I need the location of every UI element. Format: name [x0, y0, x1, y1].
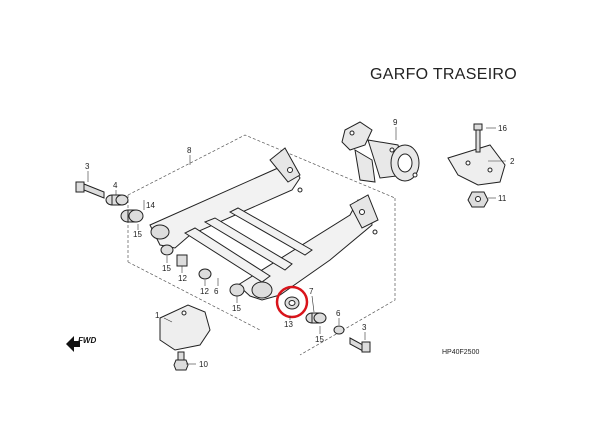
fwd-arrow-icon — [66, 336, 80, 352]
callout-6-right: 6 — [336, 309, 341, 318]
nut-11 — [467, 191, 489, 208]
leader-lines — [87, 127, 506, 365]
callout-8: 8 — [187, 146, 192, 155]
callout-labels: 3 4 8 9 16 2 11 14 15 15 12 12 6 15 1 10… — [85, 118, 515, 369]
fwd-label: FWD — [78, 336, 97, 345]
callout-16: 16 — [498, 124, 507, 133]
diagram-title: GARFO TRASEIRO — [370, 66, 518, 83]
bolt-16 — [473, 123, 483, 153]
bushing-13 — [284, 296, 300, 310]
callout-12-b: 12 — [200, 287, 209, 296]
callout-13: 13 — [284, 320, 293, 329]
bolt-3-left — [75, 181, 105, 199]
bolt-10 — [173, 351, 189, 371]
callout-9: 9 — [393, 118, 398, 127]
collar-4 — [105, 194, 129, 206]
callout-3-left: 3 — [85, 162, 90, 171]
callout-15-a: 15 — [133, 230, 142, 239]
callout-7: 7 — [309, 287, 314, 296]
bracket-1 — [159, 304, 211, 351]
callout-15-d: 15 — [315, 335, 324, 344]
left-bushings — [160, 244, 245, 297]
callout-12-a: 12 — [178, 274, 187, 283]
callout-1: 1 — [155, 311, 160, 320]
collar-7 — [305, 312, 327, 324]
swingarm-frame — [149, 147, 379, 301]
callout-10: 10 — [199, 360, 208, 369]
bushing-14 — [120, 209, 144, 223]
diagram-code: HP40F2500 — [442, 349, 480, 356]
callout-4: 4 — [113, 181, 118, 190]
callout-3-right: 3 — [362, 323, 367, 332]
assembly-outline — [127, 134, 396, 356]
washer-6 — [333, 325, 345, 335]
callout-6-left: 6 — [214, 287, 219, 296]
callout-14: 14 — [146, 201, 155, 210]
bolt-3-right — [349, 337, 371, 353]
callout-2: 2 — [510, 157, 515, 166]
bearing-holder — [341, 121, 420, 183]
callout-15-c: 15 — [232, 304, 241, 313]
callout-11: 11 — [498, 194, 507, 203]
mount-plate — [447, 144, 506, 186]
highlight-circle — [275, 285, 309, 319]
callout-15-b: 15 — [162, 264, 171, 273]
